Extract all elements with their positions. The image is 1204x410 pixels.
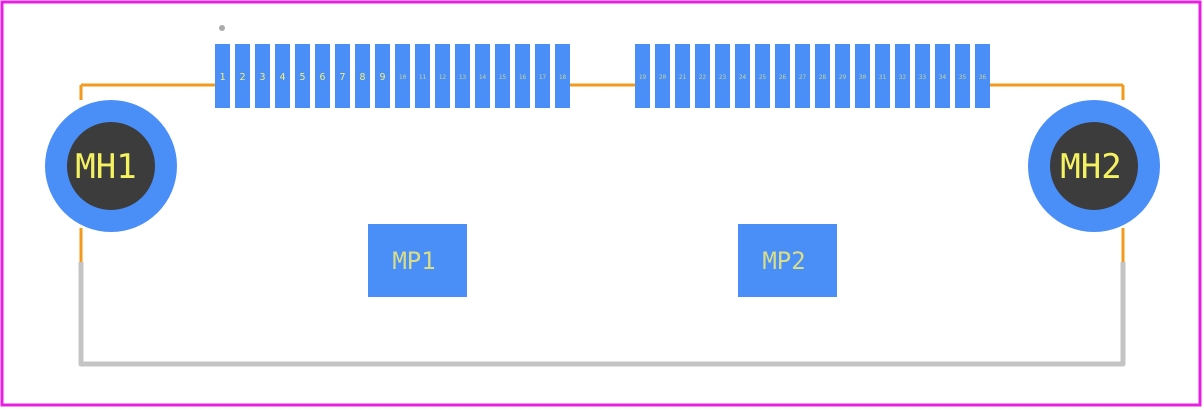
pin-label-18: 18 bbox=[559, 74, 567, 81]
pin-pad-13 bbox=[455, 44, 470, 108]
pin-label-31: 31 bbox=[879, 74, 887, 81]
pin-label-16: 16 bbox=[519, 74, 527, 81]
pin-label-33: 33 bbox=[919, 74, 927, 81]
mp1-label: MP1 bbox=[392, 247, 435, 275]
mh2-drill bbox=[1050, 122, 1138, 210]
pin-pad-1 bbox=[215, 44, 230, 108]
pin-pad-11 bbox=[415, 44, 430, 108]
mechanical-pad-mp1: MP1 bbox=[368, 224, 467, 297]
pin-label-24: 24 bbox=[739, 74, 747, 81]
pin-pad-34 bbox=[935, 44, 950, 108]
pin-label-12: 12 bbox=[439, 74, 447, 81]
pin-pad-15 bbox=[495, 44, 510, 108]
pin-label-3: 3 bbox=[259, 72, 265, 83]
pin-pad-28 bbox=[815, 44, 830, 108]
pin-pad-14 bbox=[475, 44, 490, 108]
pin-label-1: 1 bbox=[219, 72, 225, 83]
pin-pad-33 bbox=[915, 44, 930, 108]
pin-pad-20 bbox=[655, 44, 670, 108]
pin-label-6: 6 bbox=[319, 72, 325, 83]
pin-label-9: 9 bbox=[379, 72, 385, 83]
pin-pad-5 bbox=[295, 44, 310, 108]
pin-pad-3 bbox=[255, 44, 270, 108]
pin-label-34: 34 bbox=[939, 74, 947, 81]
mh2-label: MH2 bbox=[1060, 147, 1121, 187]
pin-label-14: 14 bbox=[479, 74, 487, 81]
mh1-label: MH1 bbox=[75, 147, 136, 187]
pin-label-13: 13 bbox=[459, 74, 467, 81]
silkscreen-orange bbox=[79, 83, 1125, 262]
pin-pad-19 bbox=[635, 44, 650, 108]
pin-label-32: 32 bbox=[899, 74, 907, 81]
pin-pad-12 bbox=[435, 44, 450, 108]
pin-pad-6 bbox=[315, 44, 330, 108]
mh1-drill bbox=[67, 122, 155, 210]
silkscreen-grey bbox=[78, 262, 1126, 367]
pin-pad-17 bbox=[535, 44, 550, 108]
pin-label-27: 27 bbox=[799, 74, 807, 81]
pin-pad-31 bbox=[875, 44, 890, 108]
pin-label-25: 25 bbox=[759, 74, 767, 81]
pin-pad-18 bbox=[555, 44, 570, 108]
pin-pad-32 bbox=[895, 44, 910, 108]
pin-label-17: 17 bbox=[539, 74, 547, 81]
mounting-hole-mh1: MH1 bbox=[45, 100, 177, 232]
pin-pad-22 bbox=[695, 44, 710, 108]
pin-pad-7 bbox=[335, 44, 350, 108]
pin1-marker bbox=[219, 25, 225, 31]
pin-pad-27 bbox=[795, 44, 810, 108]
pin-pad-29 bbox=[835, 44, 850, 108]
pin-label-4: 4 bbox=[279, 72, 285, 83]
pin-label-20: 20 bbox=[659, 74, 667, 81]
mounting-hole-mh2: MH2 bbox=[1028, 100, 1160, 232]
pin-label-30: 30 bbox=[859, 74, 867, 81]
pin-label-21: 21 bbox=[679, 74, 687, 81]
pin-label-15: 15 bbox=[499, 74, 507, 81]
pin-pad-26 bbox=[775, 44, 790, 108]
pin-label-8: 8 bbox=[359, 72, 365, 83]
pin-label-35: 35 bbox=[959, 74, 967, 81]
pin-label-19: 19 bbox=[639, 74, 647, 81]
pin-pad-30 bbox=[855, 44, 870, 108]
pin-pad-4 bbox=[275, 44, 290, 108]
pin-label-2: 2 bbox=[239, 72, 245, 83]
pin-label-28: 28 bbox=[819, 74, 827, 81]
pin-pad-21 bbox=[675, 44, 690, 108]
pin-label-23: 23 bbox=[719, 74, 727, 81]
pin-pad-10 bbox=[395, 44, 410, 108]
pin-label-36: 36 bbox=[979, 74, 987, 81]
pin-label-26: 26 bbox=[779, 74, 787, 81]
pin-pad-8 bbox=[355, 44, 370, 108]
pin-pad-24 bbox=[735, 44, 750, 108]
pin-label-11: 11 bbox=[419, 74, 427, 81]
mp2-label: MP2 bbox=[762, 247, 805, 275]
pin-pad-2 bbox=[235, 44, 250, 108]
pin-pad-16 bbox=[515, 44, 530, 108]
pin-pad-36 bbox=[975, 44, 990, 108]
pin-label-10: 10 bbox=[399, 74, 407, 81]
pin-label-5: 5 bbox=[299, 72, 305, 83]
pin-pad-35 bbox=[955, 44, 970, 108]
pin-label-29: 29 bbox=[839, 74, 847, 81]
mp2-pad bbox=[738, 224, 837, 297]
pin-pad-9 bbox=[375, 44, 390, 108]
pin-label-7: 7 bbox=[339, 72, 345, 83]
pin-label-22: 22 bbox=[699, 74, 707, 81]
pin-pad-25 bbox=[755, 44, 770, 108]
pin-pad-23 bbox=[715, 44, 730, 108]
mp1-pad bbox=[368, 224, 467, 297]
mechanical-pad-mp2: MP2 bbox=[738, 224, 837, 297]
